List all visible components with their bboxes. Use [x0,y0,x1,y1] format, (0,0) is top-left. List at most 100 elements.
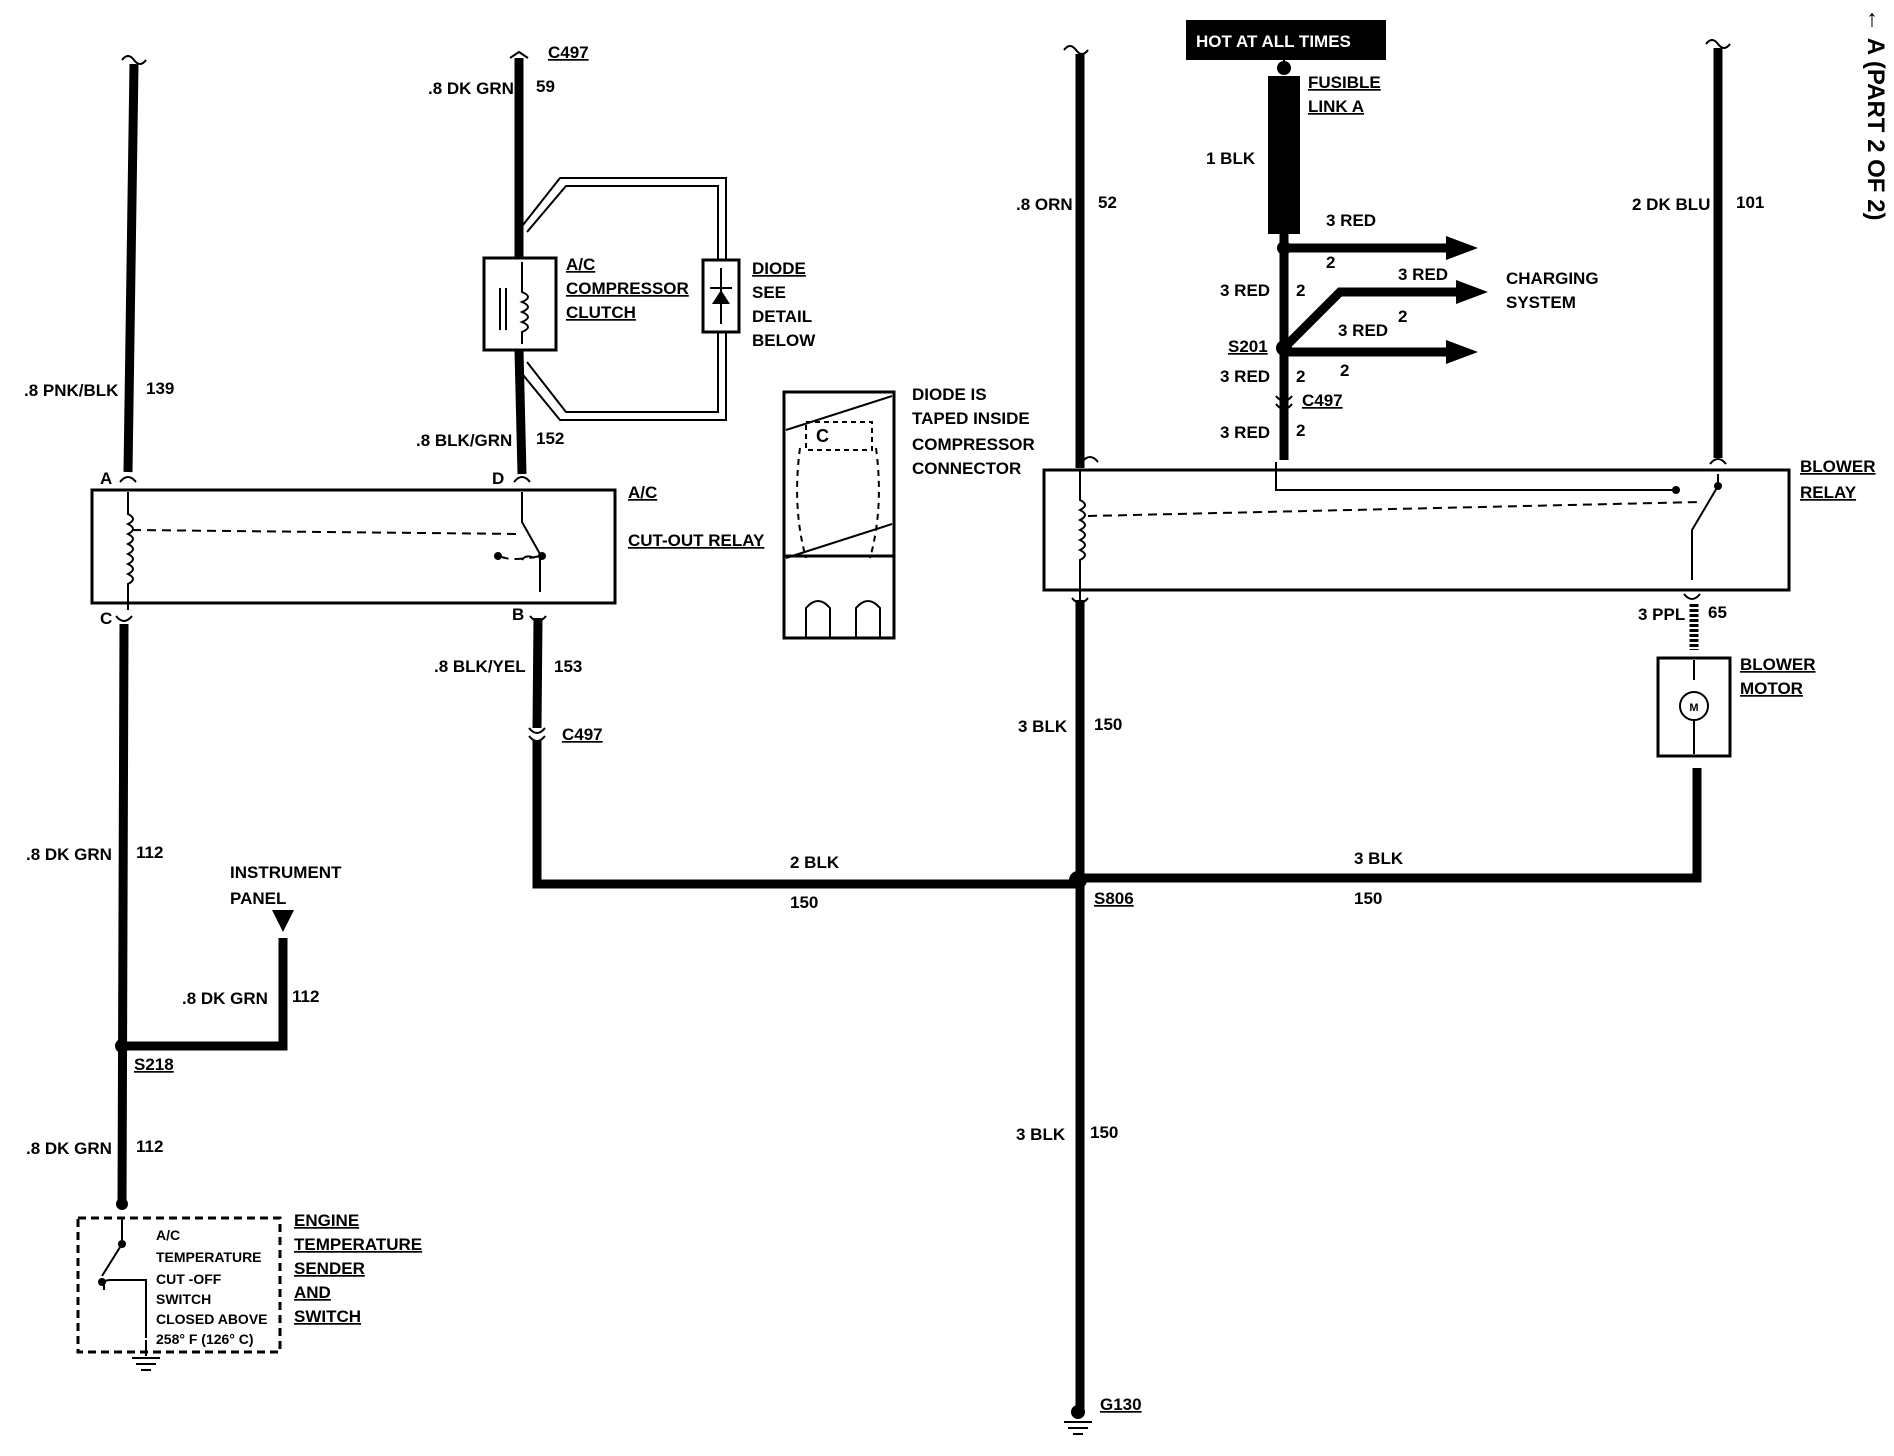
label-engine-temp-sender: SWITCH [294,1307,361,1326]
label-circuit-112: 112 [136,1137,163,1156]
connector-pins-housing [782,554,896,640]
label-circuit-153: 153 [554,657,582,676]
relay-feed [1275,462,1676,491]
hot-at-all-times-box [1186,20,1386,60]
label-s806: S806 [1094,889,1134,908]
label-circuit-59: 59 [536,77,555,96]
label-c497: C497 [548,43,589,62]
label-ac-temp-switch: A/C [156,1227,180,1243]
label-circuit-2: 2 [1296,421,1305,440]
ground-g130 [1071,1405,1085,1419]
circuit-139-112 [115,55,294,1209]
wire-blk-3-150-right [1078,768,1702,883]
wire-end-mark [509,50,529,59]
label-circuit-139: 139 [146,379,174,398]
label-blower-motor: BLOWER [1740,655,1816,674]
engine-temp-switch [76,1198,282,1371]
label-diode-detail: TAPED INSIDE [912,409,1030,428]
label-wire-blk-3: 3 BLK [1354,849,1404,868]
label-wire-blk-1: 1 BLK [1206,149,1256,168]
wire-blk-yel-153 [532,617,543,729]
label-wire-pnk-blk: .8 PNK/BLK [24,381,119,400]
label-wire-blk-2: 2 BLK [790,853,840,872]
label-wire-red: 3 RED [1338,321,1388,340]
label-circuit-150: 150 [1090,1123,1118,1142]
label-wire-blk-grn: .8 BLK/GRN [416,431,512,450]
label-diode: DIODE [752,259,806,278]
label-hot-at-all-times: HOT AT ALL TIMES [1196,32,1351,51]
label-instrument-panel: PANEL [230,889,286,908]
label-diode-detail: COMPRESSOR [912,435,1035,454]
labels: .8 PNK/BLK 139 A C .8 DK GRN 112 INSTRUM… [24,8,1889,1414]
motor-icon-label: M [1689,702,1698,714]
label-diode-detail: DIODE IS [912,385,987,404]
label-diode: SEE [752,283,786,302]
blower-relay-box [1042,468,1791,592]
label-diode-detail: CONNECTOR [912,459,1021,478]
label-ac-temp-switch: SWITCH [156,1291,211,1307]
label-ac-temp-switch: TEMPERATURE [156,1249,262,1265]
compressor-clutch-circuit [482,50,1078,889]
label-blower-relay: RELAY [1800,483,1857,502]
label-ac-cutout-relay: CUT-OUT RELAY [628,531,765,550]
diode-loop-outer [518,177,727,421]
label-circuit-2: 2 [1296,281,1305,300]
ac-cutout-relay-box [90,488,617,605]
label-fusible-link: FUSIBLE [1308,73,1381,92]
label-c497: C497 [1302,391,1343,410]
label-ac-temp-switch: CLOSED ABOVE [156,1311,268,1327]
instrument-panel-arrow [272,910,294,932]
label-wire-dk-grn: .8 DK GRN [26,845,112,864]
diode-detail-glyph: C [816,426,829,446]
fusible-link-a [1268,76,1300,234]
blower-relay [1042,456,1791,610]
label-wire-dk-grn: .8 DK GRN [182,989,268,1008]
label-pin-c: C [100,609,112,628]
wire-dk-grn-112 [117,623,129,1209]
clutch-coil [519,262,529,344]
label-pin-a: A [100,469,112,488]
label-wire-dk-grn-59: .8 DK GRN [428,79,514,98]
wire-dk-grn-112-panel [122,938,288,1051]
wire-blk-grn-152 [514,349,527,475]
label-blower-motor: MOTOR [1740,679,1803,698]
label-engine-temp-sender: ENGINE [294,1211,359,1230]
label-fusible-link: LINK A [1308,97,1364,116]
connector-c497-mark [1275,395,1293,410]
label-wire-red: 3 RED [1398,265,1448,284]
label-compressor-clutch: CLUTCH [566,303,636,322]
label-wire-blk-3: 3 BLK [1018,717,1068,736]
label-circuit-2: 2 [1398,307,1407,326]
label-instrument-panel: INSTRUMENT [230,863,342,882]
label-wire-orn: .8 ORN [1016,195,1073,214]
label-circuit-2: 2 [1296,367,1305,386]
relay-contact [538,552,546,560]
label-diode: DETAIL [752,307,812,326]
splice-s218 [115,1039,129,1053]
label-pin-b: B [512,605,524,624]
label-wire-red: 3 RED [1220,281,1270,300]
label-circuit-101: 101 [1736,193,1764,212]
relay-switch [521,492,541,592]
relay-contact-link [499,555,541,560]
wire-blk-2-150 [532,740,1078,889]
label-circuit-150: 150 [1094,715,1122,734]
label-circuit-150: 150 [790,893,818,912]
label-engine-temp-sender: AND [294,1283,331,1302]
label-c497: C497 [562,725,603,744]
wire-pnk-blk-139 [123,63,139,473]
label-compressor-clutch: A/C [566,255,595,274]
label-wire-ppl: 3 PPL [1638,605,1685,624]
label-circuit-2: 2 [1340,361,1349,380]
terminal-c [115,615,133,622]
label-circuit-112: 112 [136,843,163,862]
label-wire-red: 3 RED [1326,211,1376,230]
terminal-d [513,476,531,483]
label-pin-d: D [492,469,504,488]
label-wire-red: 3 RED [1220,423,1270,442]
page-side-label: ← A (PART 2 OF 2) [1862,8,1889,220]
label-charging-system: CHARGING [1506,269,1599,288]
label-wire-dk-blu: 2 DK BLU [1632,195,1710,214]
taped-diode-outline [796,447,880,559]
